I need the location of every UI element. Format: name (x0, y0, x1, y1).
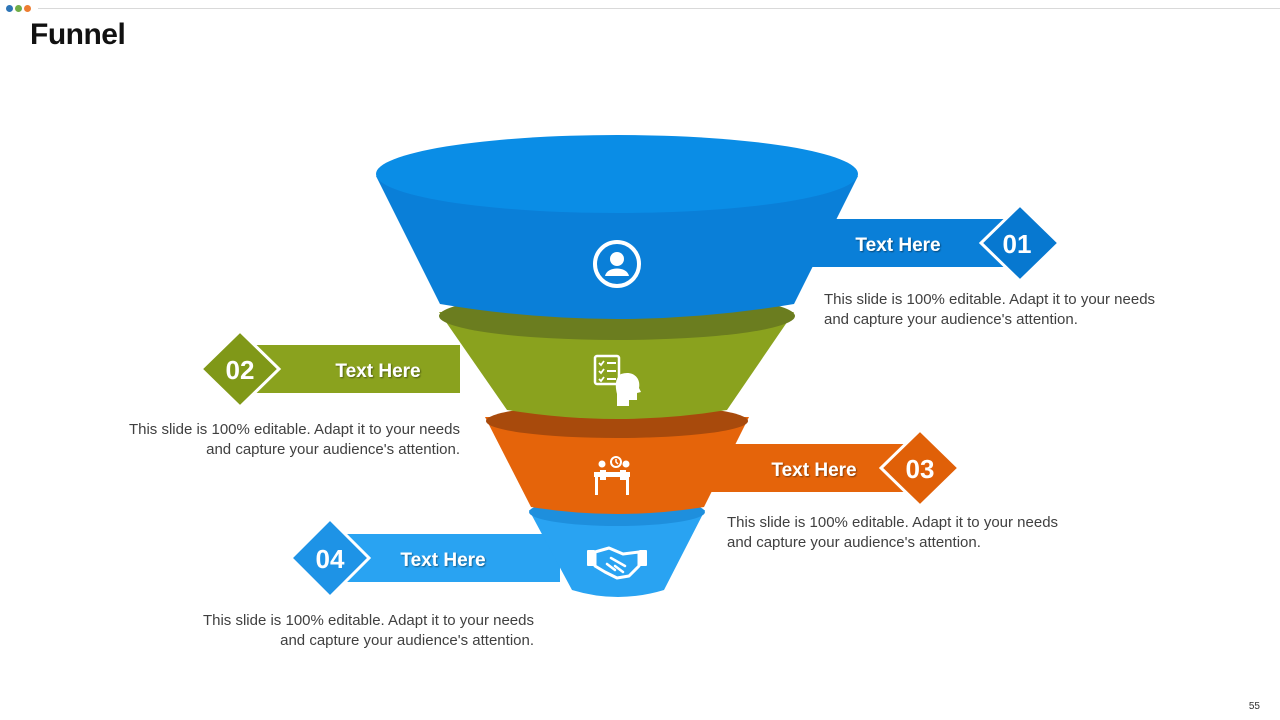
stage-04-label: Text Here (400, 550, 485, 571)
slide-title: Funnel (30, 18, 126, 51)
handshake-icon (587, 546, 647, 580)
stage-01-label: Text Here (855, 235, 940, 256)
header-dots (6, 5, 31, 12)
stage-02-label: Text Here (335, 361, 420, 382)
stage-04-funnel-segment (529, 510, 705, 597)
stage-03-diamond (878, 427, 962, 509)
stage-04-description: This slide is 100% editable. Adapt it to… (202, 612, 534, 649)
stage-01-diamond (978, 202, 1062, 284)
page-number: 55 (1248, 701, 1260, 712)
stage-01-number: 01 (1003, 229, 1032, 259)
stage-01: 01 Text Here (376, 135, 1062, 319)
stage-04-diamond (288, 516, 372, 600)
header-dot-green (15, 5, 22, 12)
stage-03: 03 Text Here (485, 404, 962, 514)
stage-02-description: This slide is 100% editable. Adapt it to… (128, 421, 460, 458)
stage-03-label: Text Here (771, 460, 856, 481)
meeting-desk-icon (594, 456, 630, 495)
stage-02-banner (240, 345, 460, 393)
stage-04-banner (330, 534, 560, 582)
stage-03-funnel-segment (485, 417, 749, 514)
header-dot-orange (24, 5, 31, 12)
stage-04-number: 04 (316, 544, 345, 574)
stage-01-funnel-top (376, 135, 858, 213)
user-circle-icon (593, 240, 641, 288)
stage-02-diamond (198, 328, 282, 410)
stage-01-description: This slide is 100% editable. Adapt it to… (824, 291, 1156, 328)
stage-03-banner (700, 444, 920, 492)
header-dot-blue (6, 5, 13, 12)
stage-02-funnel-segment (439, 312, 794, 419)
checklist-head-icon (593, 354, 641, 406)
stage-02-number: 02 (226, 355, 255, 385)
stage-01-banner (780, 219, 1020, 267)
header-divider (38, 8, 1280, 9)
stage-01-funnel-segment (376, 176, 858, 319)
stage-03-number: 03 (906, 454, 935, 484)
stage-03-description: This slide is 100% editable. Adapt it to… (727, 514, 1059, 551)
